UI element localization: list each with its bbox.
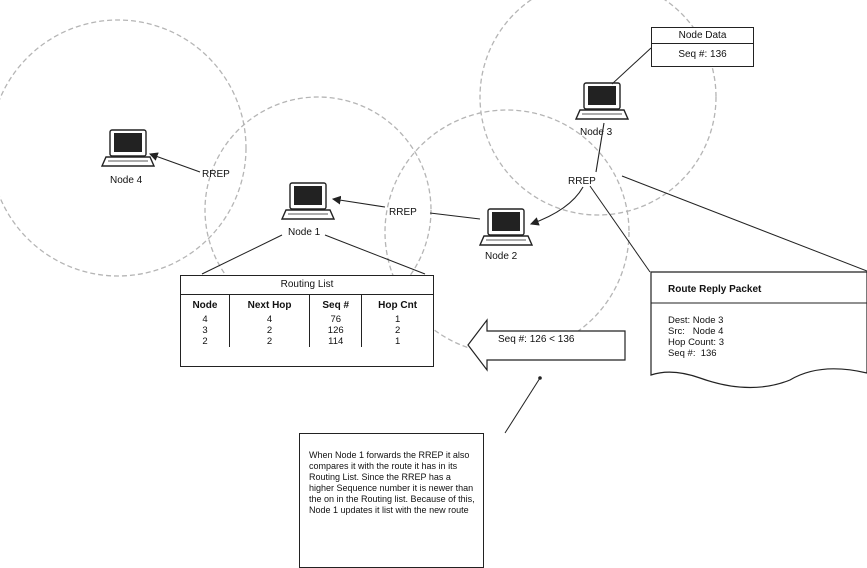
- packet-field-dest: Dest: Node 3: [668, 315, 724, 326]
- cell: 2: [361, 325, 433, 336]
- cell: 2: [202, 336, 208, 347]
- rrep-arrow-node3-to-node2: [529, 186, 584, 226]
- rrep-label-3: RREP: [568, 176, 596, 187]
- explanation-box: When Node 1 forwards the RREP it also co…: [299, 433, 484, 568]
- cell: 4: [228, 314, 310, 325]
- routing-list-connector-right: [324, 234, 426, 275]
- routing-list: Routing List Node Next Hop Seq # Hop Cnt…: [180, 275, 434, 367]
- cell: 1: [361, 336, 433, 347]
- cell: 2: [228, 336, 310, 347]
- node-data-box: Node Data Seq #: 136: [651, 27, 754, 67]
- node-1-icon: [281, 182, 335, 220]
- range-circle-node-4: [0, 19, 247, 277]
- route-reply-packet-title: Route Reply Packet: [668, 284, 762, 295]
- col-hop-cnt: Hop Cnt: [361, 295, 433, 314]
- routing-table-header: Node Next Hop Seq # Hop Cnt: [181, 295, 433, 314]
- node-1-label: Node 1: [288, 227, 321, 238]
- network-diagram: Node 4 Node 1 Node 2 Node 3 RREP RREP RR…: [0, 0, 867, 434]
- rrep-label-1: RREP: [202, 169, 230, 180]
- cell: 1: [361, 314, 433, 325]
- table-row: 2 2 114 1: [181, 336, 433, 347]
- range-circle-node-3: [479, 0, 717, 216]
- table-row: 3 2 126 2: [181, 325, 433, 336]
- cell: 2: [228, 325, 310, 336]
- node-2-icon: [479, 208, 533, 246]
- explanation-text: When Node 1 forwards the RREP it also co…: [309, 450, 475, 515]
- rrep-arrow-node3-to-node2-top: [595, 122, 605, 173]
- rrep-arrow-node1-to-node4: [148, 152, 201, 173]
- col-seq: Seq #: [309, 295, 362, 314]
- routing-table: Node Next Hop Seq # Hop Cnt 4 4 76 1 3 2…: [181, 295, 433, 347]
- seq-comparison: Seq #: 126 < 136: [498, 334, 575, 345]
- table-row: 4 4 76 1: [181, 314, 433, 325]
- node-4-label: Node 4: [110, 175, 143, 186]
- packet-field-seq: Seq #: 136: [668, 348, 717, 359]
- node-3-icon: [575, 82, 629, 120]
- cell: 76: [309, 314, 362, 325]
- cell: 4: [202, 314, 208, 325]
- rrep-arrow-node2-to-node1: [429, 212, 481, 220]
- cell: 3: [202, 325, 208, 336]
- node-data-connector: [611, 47, 652, 85]
- node-data-seq: Seq #: 136: [678, 49, 727, 60]
- packet-field-src: Src: Node 4: [668, 326, 724, 337]
- cell: 114: [309, 336, 362, 347]
- route-reply-packet-shape: [650, 271, 867, 389]
- node-3-label: Node 3: [580, 127, 613, 138]
- range-circle-node-2: [384, 109, 630, 355]
- node-data-title: Node Data: [652, 28, 753, 44]
- explanation-connector-dot: [538, 376, 542, 380]
- col-node: Node: [192, 300, 218, 311]
- packet-connector-left: [589, 185, 651, 273]
- explanation-connector: [504, 377, 541, 434]
- rrep-label-2: RREP: [389, 207, 417, 218]
- route-reply-packet-fields: Dest: Node 3 Src: Node 4 Hop Count: 3 Se…: [668, 315, 724, 359]
- node-2-label: Node 2: [485, 251, 518, 262]
- col-next-hop: Next Hop: [228, 295, 310, 314]
- node-4-icon: [101, 129, 155, 167]
- rrep-arrow-node2-to-node1-head: [331, 195, 386, 208]
- routing-list-connector-left: [201, 234, 283, 275]
- comparison-arrow: [467, 318, 626, 372]
- packet-connector-right: [621, 175, 867, 272]
- packet-field-hop-count: Hop Count: 3: [668, 337, 724, 348]
- cell: 126: [309, 325, 362, 336]
- routing-list-title: Routing List: [181, 276, 433, 295]
